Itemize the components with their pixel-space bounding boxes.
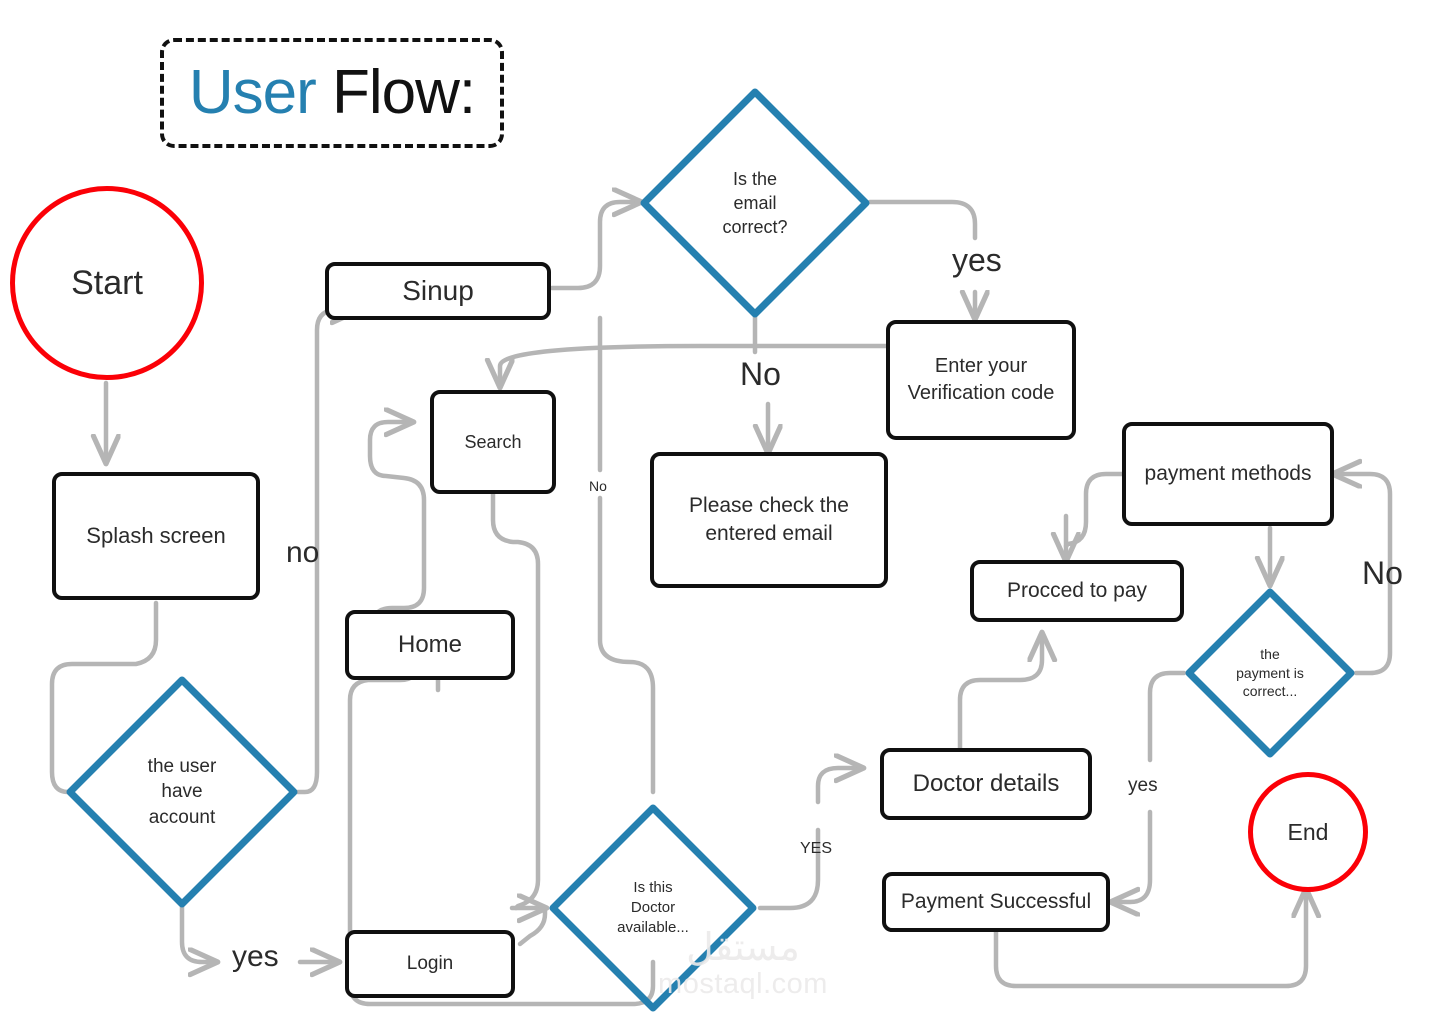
node-payment-successful-label: Payment Successful [900, 889, 1092, 913]
node-payment-successful[interactable]: Payment Successful [882, 872, 1110, 932]
payment-correct-diamond-shape [1185, 588, 1355, 758]
edge-label-no-signup: no [286, 536, 320, 569]
edge-no-col-to-doctor [597, 495, 656, 795]
node-login-label: Login [406, 953, 454, 975]
node-verification-code-label: Enter your Verification code [908, 353, 1055, 407]
edge-email-yes-seg1 [867, 199, 978, 241]
node-end[interactable]: End [1248, 772, 1368, 892]
node-payment-correct[interactable]: the payment is correct... [1182, 585, 1358, 761]
edge-doctor-yes-seg2 [815, 768, 862, 805]
node-login[interactable]: Login [345, 930, 515, 998]
diagram-title-box: User Flow: [160, 38, 504, 148]
edge-label-no-email: No [740, 356, 781, 392]
node-proceed-to-pay-label: Procced to pay [1006, 578, 1148, 602]
node-sinup[interactable]: Sinup [325, 262, 551, 320]
doctor-available-diamond-shape [549, 804, 757, 1012]
edge-hasaccount-yes-a [179, 903, 216, 962]
node-home-label: Home [397, 630, 463, 658]
page-title: User Flow: [189, 62, 476, 124]
node-doctor-available[interactable]: Is this Doctor available... [545, 800, 761, 1016]
node-start[interactable]: Start [10, 186, 204, 380]
node-payment-methods-label: payment methods [1144, 461, 1312, 485]
node-start-label: Start [71, 263, 143, 302]
edge-verification-to-search [500, 343, 891, 386]
edge-doctor-yes-seg1 [757, 827, 821, 911]
edge-search-to-doctor [490, 491, 541, 911]
edge-home-to-search [367, 422, 427, 651]
title-word-user: User [188, 58, 332, 127]
edge-paycorrect-yes-seg1 [1147, 670, 1187, 763]
edge-paymethods-to-proceed [1063, 471, 1125, 549]
node-check-email[interactable]: Please check the entered email [650, 452, 888, 588]
node-search[interactable]: Search [430, 390, 556, 494]
node-verification-code[interactable]: Enter your Verification code [886, 320, 1076, 440]
edge-doctordetails-to-proceed [957, 634, 1042, 751]
node-proceed-to-pay[interactable]: Procced to pay [970, 560, 1184, 622]
edge-label-no-payment: No [1362, 555, 1403, 591]
node-doctor-details[interactable]: Doctor details [880, 748, 1092, 820]
has-account-diamond-shape [66, 676, 298, 908]
edge-label-yes-login: yes [232, 940, 279, 973]
edge-paycorrect-yes-seg2 [1112, 809, 1153, 902]
edge-sinup-to-emailcheck [549, 202, 640, 291]
email-correct-diamond-shape [640, 88, 870, 318]
node-splash-screen-label: Splash screen [86, 523, 226, 549]
node-doctor-details-label: Doctor details [912, 769, 1060, 797]
node-end-label: End [1287, 818, 1329, 845]
edge-label-yes-doctor: YES [800, 840, 833, 857]
edge-login-to-doctor [517, 907, 548, 947]
node-email-correct[interactable]: Is the email correct? [636, 84, 874, 322]
edge-label-yes-email: yes [952, 242, 1002, 278]
node-sinup-label: Sinup [402, 275, 474, 307]
node-has-account[interactable]: the user have account [62, 672, 302, 912]
edge-paycorrect-no [1334, 474, 1393, 676]
edge-label-no-search: No [589, 478, 607, 494]
edge-paysuccess-to-end [993, 890, 1306, 989]
verification-line1: Enter your [934, 355, 1028, 377]
node-payment-methods[interactable]: payment methods [1122, 422, 1334, 526]
node-home[interactable]: Home [345, 610, 515, 680]
title-word-flow: Flow: [332, 58, 476, 127]
node-check-email-label: Please check the entered email [689, 492, 849, 549]
check-email-line1: Please check the [689, 493, 849, 517]
verification-line2: Verification code [907, 382, 1055, 404]
node-splash-screen[interactable]: Splash screen [52, 472, 260, 600]
check-email-line2: entered email [705, 522, 833, 545]
node-search-label: Search [464, 431, 522, 452]
edge-label-yes-payment: yes [1128, 775, 1158, 796]
edge-splash-to-hasaccount [49, 600, 170, 792]
